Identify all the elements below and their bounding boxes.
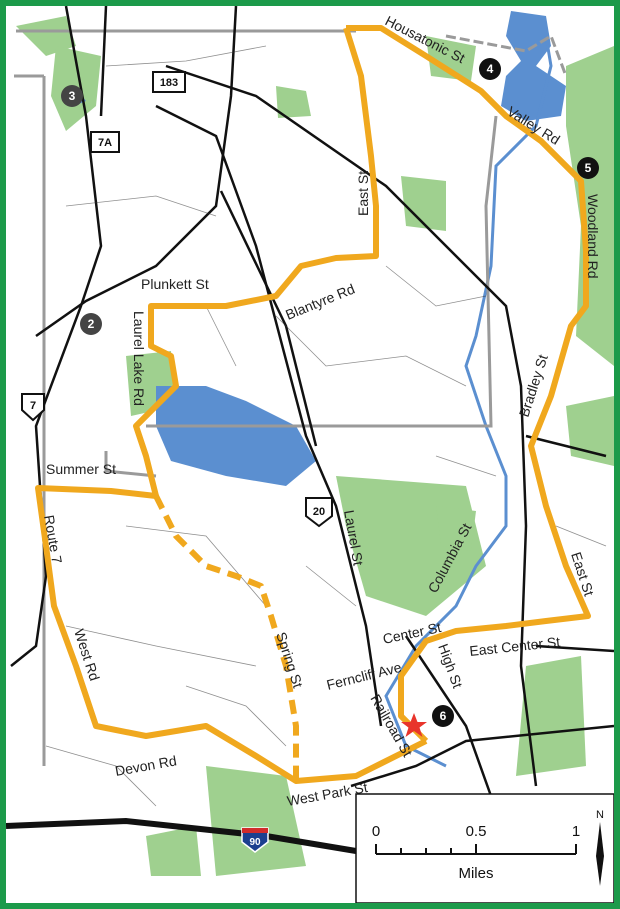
svg-text:5: 5 bbox=[585, 161, 592, 175]
town-line bbox=[14, 29, 568, 766]
svg-text:4: 4 bbox=[487, 62, 494, 76]
street-labels: Housatonic St Valley Rd Woodland Rd East… bbox=[41, 12, 601, 809]
scale-tick-half: 0.5 bbox=[466, 823, 487, 840]
route-183-shield: 183 bbox=[152, 71, 186, 93]
scale-tick-0: 0 bbox=[372, 823, 380, 840]
highway-i90 bbox=[6, 817, 357, 854]
label-spring-st: Spring St bbox=[273, 630, 306, 690]
marker-5[interactable]: 5 bbox=[577, 157, 599, 179]
label-east-center-st: East Center St bbox=[469, 634, 561, 659]
label-summer-st: Summer St bbox=[46, 461, 116, 477]
marker-3[interactable]: 3 bbox=[61, 85, 83, 107]
label-east-st-north: East St bbox=[355, 171, 371, 216]
scale-tick-1: 1 bbox=[572, 823, 580, 840]
north-label: N bbox=[596, 809, 604, 821]
park-areas bbox=[16, 16, 614, 876]
label-plunkett-st: Plunkett St bbox=[141, 276, 209, 292]
roads bbox=[10, 6, 614, 797]
svg-text:7: 7 bbox=[30, 400, 36, 412]
scale-bar-box: 0 0.5 1 Miles N bbox=[355, 793, 614, 903]
label-devon-rd: Devon Rd bbox=[114, 752, 178, 779]
label-blantyre-rd: Blantyre Rd bbox=[283, 281, 357, 323]
marker-4[interactable]: 4 bbox=[479, 58, 501, 80]
north-arrow-icon bbox=[596, 822, 604, 886]
marker-2[interactable]: 2 bbox=[80, 313, 102, 335]
label-woodland-rd: Woodland Rd bbox=[585, 194, 601, 279]
map-frame: Housatonic St Valley Rd Woodland Rd East… bbox=[6, 6, 614, 903]
svg-text:6: 6 bbox=[440, 709, 447, 723]
bike-route bbox=[35, 25, 591, 784]
scale-unit-label: Miles bbox=[458, 865, 493, 882]
svg-text:2: 2 bbox=[88, 317, 95, 331]
us-20-shield: 20 bbox=[305, 497, 333, 528]
marker-6[interactable]: 6 bbox=[432, 705, 454, 727]
i-90-shield: 90 bbox=[241, 827, 269, 853]
minor-roads bbox=[45, 45, 607, 807]
label-high-st: High St bbox=[435, 642, 466, 691]
svg-text:3: 3 bbox=[69, 89, 76, 103]
route-7a-shield: 7A bbox=[90, 131, 120, 153]
us-7-shield: 7 bbox=[21, 393, 45, 422]
label-laurel-lake-rd: Laurel Lake Rd bbox=[131, 311, 147, 406]
svg-text:20: 20 bbox=[313, 506, 325, 518]
map-canvas[interactable]: Housatonic St Valley Rd Woodland Rd East… bbox=[6, 6, 614, 903]
svg-text:90: 90 bbox=[249, 837, 261, 848]
svg-text:183: 183 bbox=[160, 77, 178, 89]
start-star-icon[interactable] bbox=[401, 713, 427, 737]
svg-text:7A: 7A bbox=[98, 137, 112, 149]
